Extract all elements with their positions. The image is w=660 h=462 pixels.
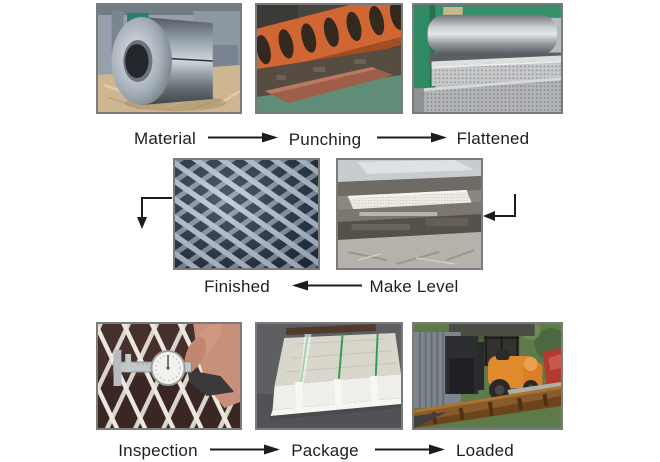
label-punching: Punching [288, 130, 362, 149]
photo-inspection-caliper [96, 322, 242, 430]
elbow-arrow-down-left [137, 197, 172, 229]
arrow-inspection-to-package [210, 444, 280, 455]
elbow-arrow-left-into-make-level [483, 194, 516, 221]
arrow-punching-to-flattened [377, 132, 447, 143]
photo-material-steel-coil [96, 3, 242, 114]
label-flattened: Flattened [456, 129, 530, 148]
label-inspection: Inspection [118, 441, 198, 460]
arrow-make-level-to-finished [292, 280, 362, 291]
photo-package-bundles [255, 322, 403, 430]
label-material: Material [133, 129, 197, 148]
label-loaded: Loaded [456, 441, 514, 460]
photo-leveling-machine [336, 158, 483, 270]
label-make-level: Make Level [369, 277, 459, 296]
photo-flattening-roller [412, 3, 563, 114]
label-finished: Finished [204, 277, 270, 296]
photo-finished-mesh [173, 158, 320, 270]
label-package: Package [291, 441, 359, 460]
arrow-material-to-punching [208, 132, 278, 143]
photo-forklift-loading [412, 322, 563, 430]
arrow-package-to-loaded [375, 444, 445, 455]
photo-punching-machine [255, 3, 403, 114]
